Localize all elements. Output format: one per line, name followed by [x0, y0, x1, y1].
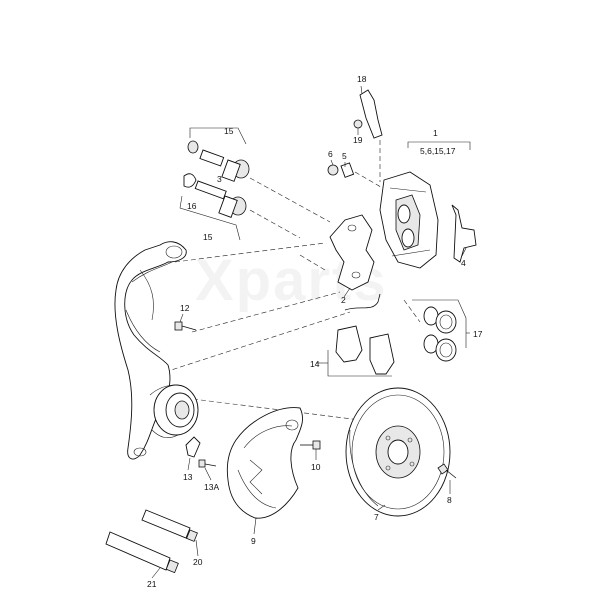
- bleeder-valve: [327, 162, 355, 178]
- grease-tube-large: [105, 531, 179, 574]
- callout-20: 20: [193, 557, 203, 567]
- grease-tube-small: [141, 509, 198, 542]
- sensor-bracket: [353, 89, 383, 139]
- callout-18: 18: [357, 74, 367, 84]
- callout-13a: 13A: [204, 482, 219, 492]
- leader-lines: [151, 85, 471, 579]
- callout-5: 5: [342, 151, 347, 161]
- callout-15-top: 15: [224, 126, 234, 136]
- callout-1: 1: [433, 128, 438, 138]
- shield-bolt: [300, 440, 321, 450]
- callout-14: 14: [310, 359, 320, 369]
- callout-7: 7: [374, 512, 379, 522]
- disc-screw: [437, 463, 457, 479]
- steering-knuckle: [114, 241, 199, 460]
- caliper-bracket: [329, 214, 375, 291]
- callout-6: 6: [328, 149, 333, 159]
- splash-guard: [226, 407, 303, 519]
- knuckle-fasteners: [174, 321, 217, 468]
- brake-pad-set: [327, 293, 395, 377]
- brake-disc: [345, 387, 451, 517]
- callout-3: 3: [217, 174, 222, 184]
- callout-12: 12: [180, 303, 190, 313]
- callout-10: 10: [311, 462, 321, 472]
- callout-2: 2: [341, 295, 346, 305]
- callout-4: 4: [461, 258, 466, 268]
- callout-19: 19: [353, 135, 363, 145]
- guide-pin-set: [179, 127, 250, 241]
- callout-13: 13: [183, 472, 193, 482]
- callout-9: 9: [251, 536, 256, 546]
- callout-1-sub: 5,6,15,17: [420, 146, 456, 156]
- callout-21: 21: [147, 579, 157, 589]
- callout-17: 17: [473, 329, 483, 339]
- brake-caliper: [379, 171, 439, 269]
- callout-16: 16: [187, 201, 197, 211]
- callout-15-bottom: 15: [203, 232, 213, 242]
- assembly-lines: [164, 140, 421, 421]
- callout-8: 8: [447, 495, 452, 505]
- anti-rattle-spring: [451, 204, 477, 263]
- piston-seal-kit: [412, 299, 467, 362]
